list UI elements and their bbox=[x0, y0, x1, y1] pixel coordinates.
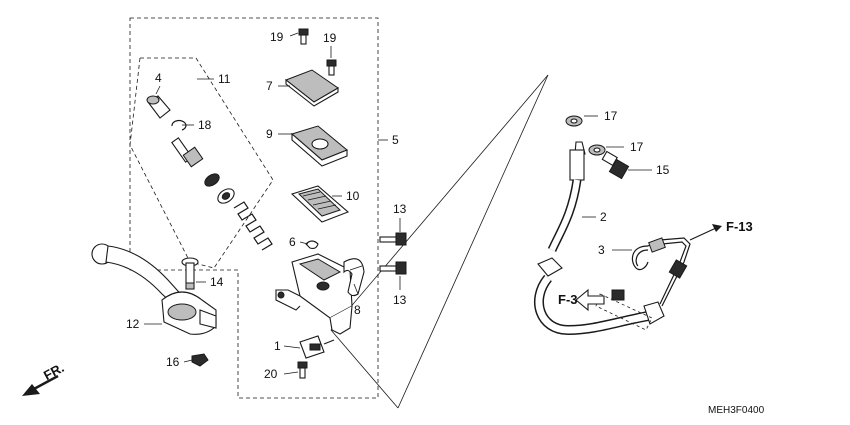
piston-kit-group-outline bbox=[129, 57, 274, 269]
callout-6: 6 bbox=[289, 235, 296, 249]
callout-5: 5 bbox=[392, 133, 399, 147]
f3-indicator bbox=[575, 288, 653, 331]
callout-11: 11 bbox=[218, 72, 231, 86]
holder-8 bbox=[343, 258, 365, 297]
washer-17-lower bbox=[588, 144, 606, 156]
front-direction-arrow bbox=[22, 374, 59, 396]
f13-arrow bbox=[689, 224, 722, 241]
zoom-line-top bbox=[330, 74, 549, 331]
drawing-code: MEH3F0400 bbox=[708, 405, 765, 416]
boot-4 bbox=[146, 95, 171, 119]
callout-18: 18 bbox=[198, 118, 212, 132]
callout-15: 15 bbox=[656, 163, 670, 177]
reservoir-cap-7 bbox=[284, 69, 339, 107]
diaphragm-10 bbox=[290, 185, 350, 223]
clip-6 bbox=[305, 240, 319, 250]
piston-kit-11 bbox=[171, 137, 235, 204]
callout-7: 7 bbox=[266, 79, 273, 93]
screw-19-upper bbox=[298, 28, 309, 45]
diaphragm-plate-9 bbox=[290, 125, 348, 167]
circlip-18 bbox=[171, 119, 187, 131]
callout-14: 14 bbox=[210, 275, 224, 289]
callout-12: 12 bbox=[126, 317, 140, 331]
ref-f13: F-13 bbox=[726, 219, 753, 234]
callout-20: 20 bbox=[264, 367, 278, 381]
callout-3: 3 bbox=[598, 243, 605, 257]
callout-13-lower: 13 bbox=[393, 293, 407, 307]
ref-f3: F-3 bbox=[558, 292, 578, 307]
callout-2: 2 bbox=[600, 210, 607, 224]
master-cylinder-body-5 bbox=[275, 253, 353, 335]
callout-13-upper: 13 bbox=[393, 202, 407, 216]
ref-fr: FR. bbox=[41, 360, 67, 383]
screw-19-lower bbox=[326, 59, 337, 76]
callout-17-lower: 17 bbox=[630, 140, 644, 154]
callout-17-upper: 17 bbox=[604, 109, 618, 123]
leader-lines bbox=[144, 32, 652, 375]
screw-20 bbox=[297, 361, 308, 379]
brake-switch-1 bbox=[299, 335, 335, 359]
bolt-13-lower bbox=[379, 261, 407, 275]
spring-11 bbox=[233, 201, 273, 251]
callout-4: 4 bbox=[155, 71, 162, 85]
callout-19-upper: 19 bbox=[270, 30, 284, 44]
brake-lever-12 bbox=[91, 243, 217, 335]
brake-pipe-3 bbox=[631, 237, 691, 307]
zoom-line-bottom bbox=[397, 74, 549, 409]
callout-16: 16 bbox=[166, 355, 180, 369]
bolt-13-upper bbox=[379, 232, 407, 246]
washer-17-upper bbox=[565, 115, 583, 127]
zoom-line-link bbox=[330, 329, 399, 409]
banjo-bolt-15 bbox=[601, 150, 630, 180]
callout-10: 10 bbox=[346, 189, 360, 203]
master-cylinder-group-outline bbox=[129, 17, 379, 399]
callout-19-lower: 19 bbox=[323, 31, 337, 45]
callout-9: 9 bbox=[266, 127, 273, 141]
brake-hose-2 bbox=[534, 141, 665, 336]
callout-1: 1 bbox=[274, 339, 281, 353]
nut-16 bbox=[191, 353, 209, 367]
pivot-bolt-14 bbox=[181, 257, 199, 290]
callout-8: 8 bbox=[354, 303, 361, 317]
